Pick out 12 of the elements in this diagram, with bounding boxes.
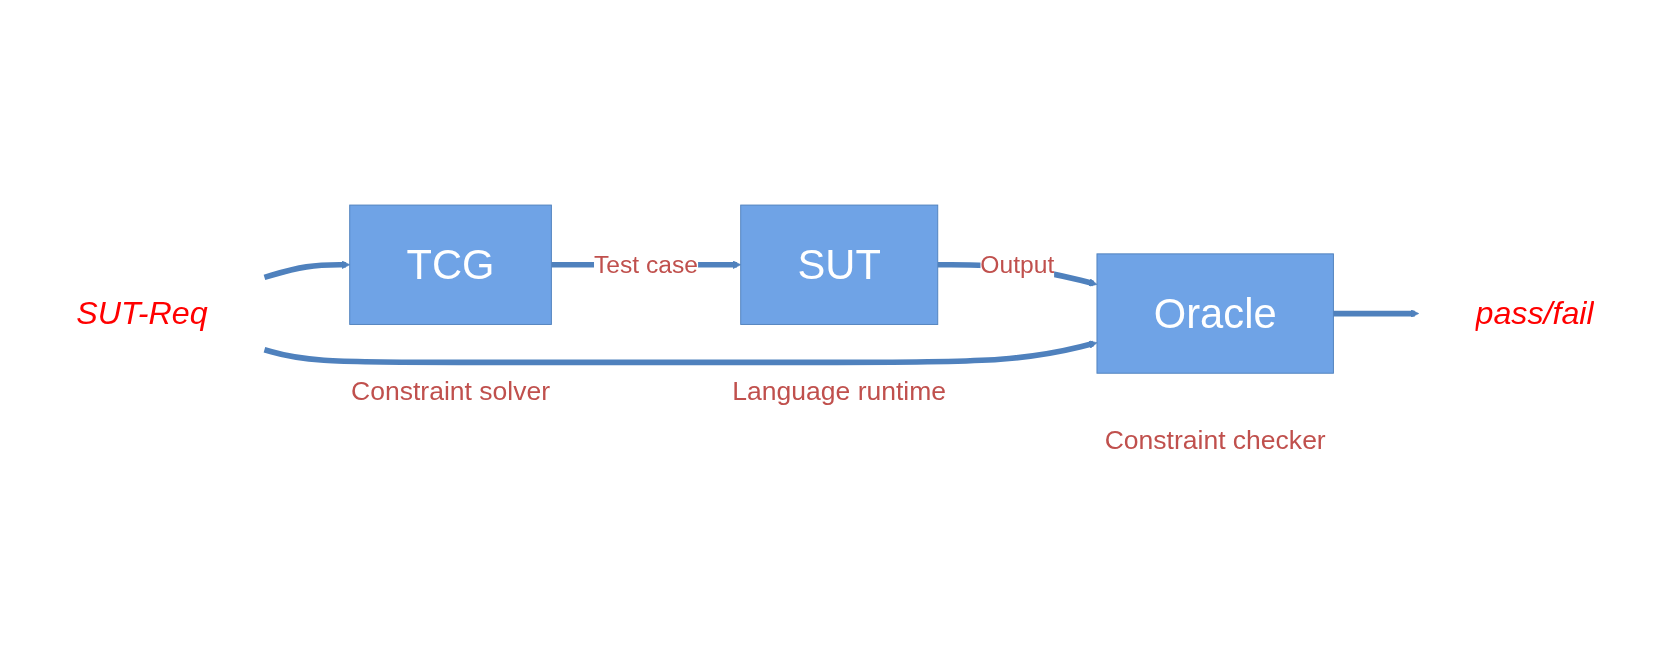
node-caption: Constraint solver <box>351 376 550 407</box>
node-box: Oracle <box>1096 253 1334 374</box>
arrow <box>263 340 1098 366</box>
node-box: SUT <box>740 204 939 325</box>
node-box: TCG <box>349 204 552 325</box>
arrow <box>1333 309 1420 318</box>
edge-label: Test case <box>594 250 699 279</box>
node-text: SUT-Req <box>76 295 208 332</box>
arrow <box>263 260 351 281</box>
node-caption: Language runtime <box>732 376 947 407</box>
edge-label: Output <box>980 250 1055 279</box>
node-caption: Constraint checker <box>1104 425 1326 455</box>
